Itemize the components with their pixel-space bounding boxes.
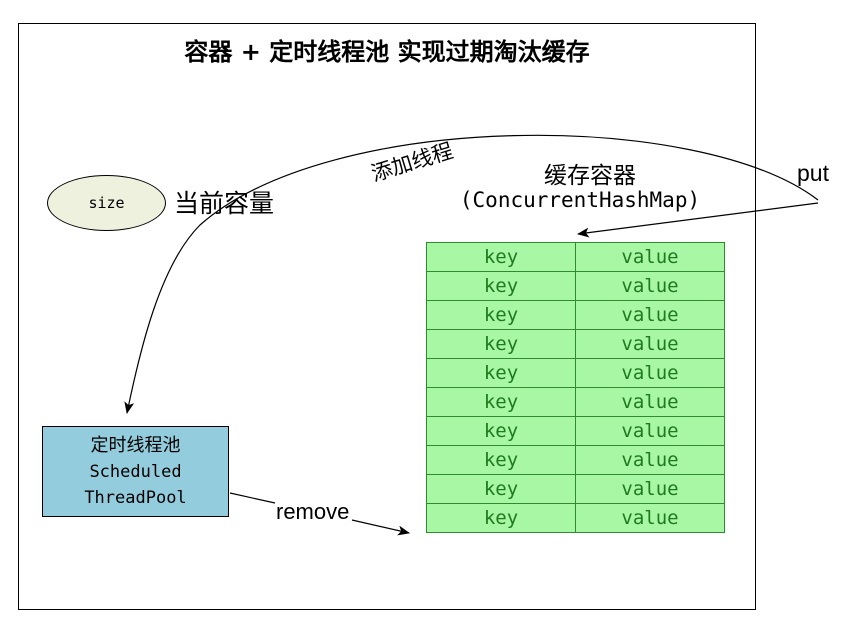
value-cell: value — [575, 358, 725, 388]
value-cell: value — [575, 329, 725, 359]
diagram-frame — [18, 23, 756, 610]
key-cell: key — [426, 416, 576, 446]
diagram-title: 容器 + 定时线程池 实现过期淘汰缓存 — [184, 38, 590, 66]
thread-pool-line1: 定时线程池 — [90, 434, 181, 456]
value-cell: value — [575, 242, 725, 272]
value-cell: value — [575, 271, 725, 301]
key-cell: key — [426, 503, 576, 533]
key-cell: key — [426, 242, 576, 272]
thread-pool-line2: Scheduled — [89, 461, 182, 482]
value-cell: value — [575, 503, 725, 533]
add-thread-arrow — [124, 134, 819, 414]
thread-pool-line3: ThreadPool — [84, 487, 187, 508]
key-cell: key — [426, 387, 576, 417]
remove-arrow — [229, 492, 409, 533]
remove-label: remove — [276, 499, 350, 524]
cache-subtitle: (ConcurrentHashMap) — [459, 188, 701, 212]
cache-title: 缓存容器 — [544, 163, 636, 189]
size-label: 当前容量 — [174, 189, 275, 218]
size-node: size — [47, 175, 166, 231]
thread-pool-node: 定时线程池 Scheduled ThreadPool — [42, 426, 229, 517]
value-cell: value — [575, 445, 725, 475]
size-node-text: size — [88, 194, 125, 212]
value-cell: value — [575, 416, 725, 446]
key-cell: key — [426, 300, 576, 330]
put-arrow — [577, 202, 819, 238]
put-label: put — [797, 160, 829, 186]
value-cell: value — [575, 300, 725, 330]
